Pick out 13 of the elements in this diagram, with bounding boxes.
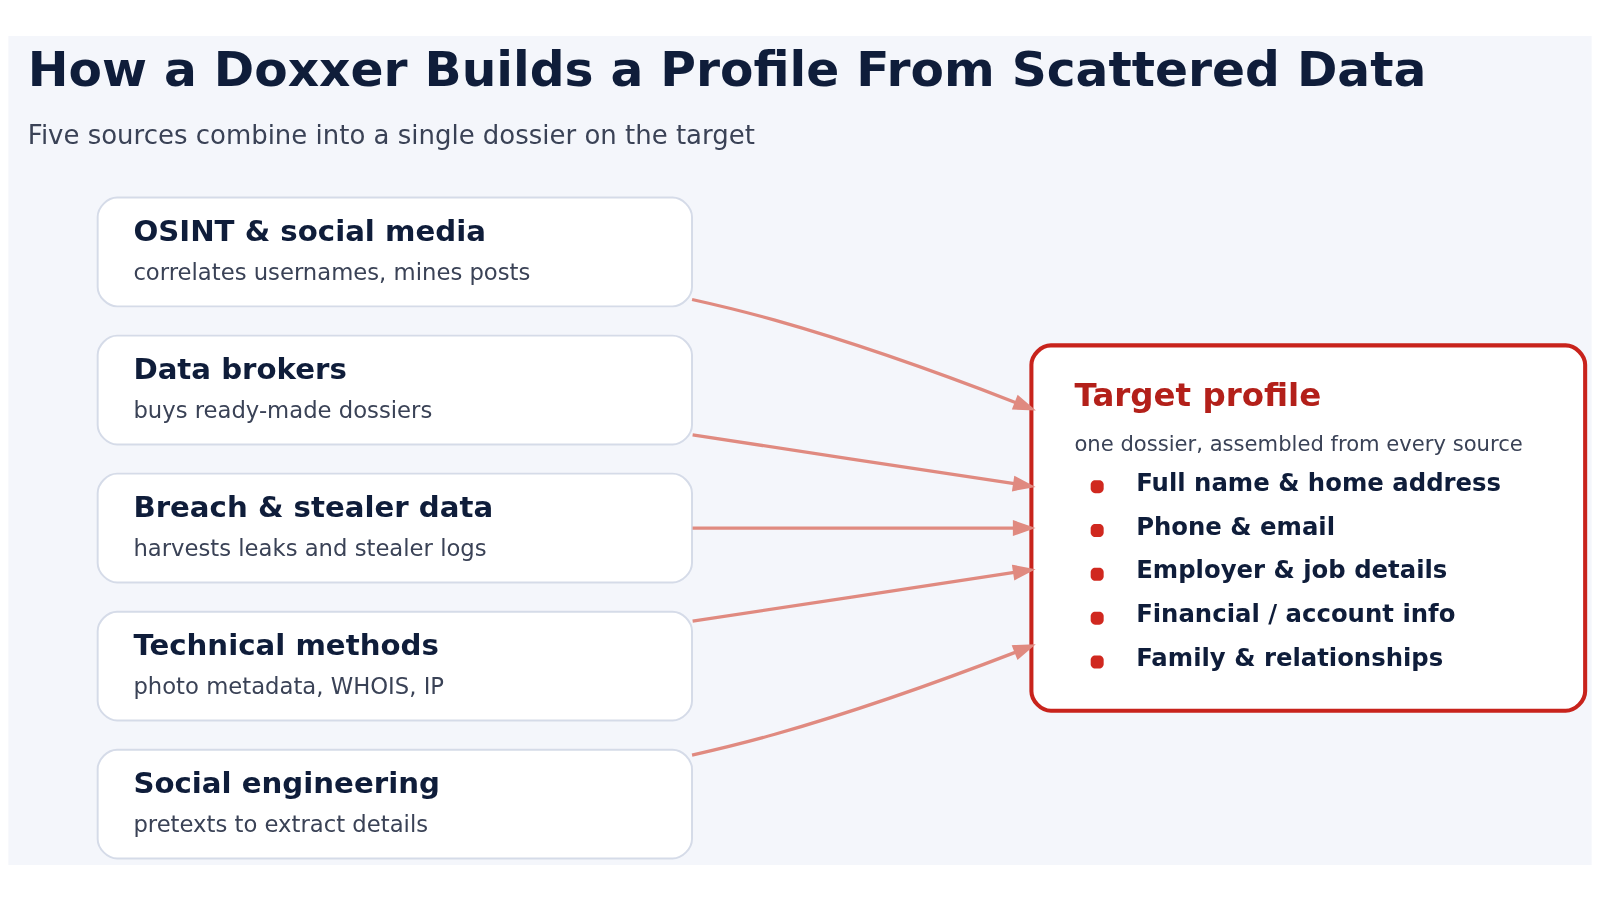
node-box: Technical methods photo metadata, WHOIS, IP xyxy=(96,610,693,721)
arrow xyxy=(692,519,1036,536)
arrow xyxy=(692,432,1036,491)
label: Five sources combine into a single dossier on the target xyxy=(27,119,755,150)
node-box: Target profile one dossier, assembled from every source Full name & home address Phone & email Employer & job details Financial / account info Family & relationships xyxy=(1029,342,1588,713)
node-box: Data brokers buys ready-made dossiers xyxy=(96,334,693,445)
arrow xyxy=(691,297,1036,410)
arrow xyxy=(691,643,1036,757)
node-box: Breach & stealer data harvests leaks and stealer logs xyxy=(96,472,693,583)
node-box: OSINT & social media correlates usernames, mines posts xyxy=(96,196,693,307)
diagram-title: How a Doxxer Builds a Profile From Scattered Data xyxy=(27,40,1427,97)
node-box: Social engineering pretexts to extract details xyxy=(96,748,693,859)
arrow xyxy=(692,564,1036,623)
